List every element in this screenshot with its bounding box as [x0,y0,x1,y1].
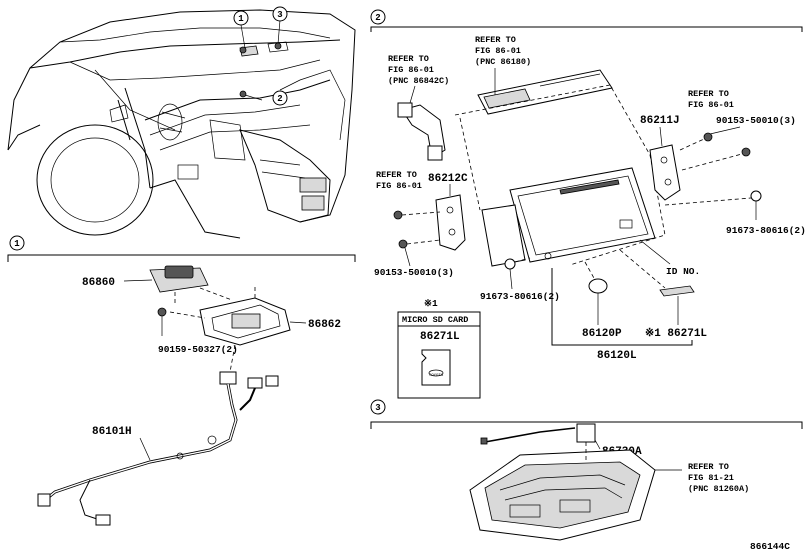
refer-right-line1: REFER TO [688,89,729,99]
refer-81260a-line1: REFER TO [688,462,729,472]
vehicle-cutaway: 1 3 2 [7,6,356,239]
part-91673-80616-right: 91673-80616(2) [726,225,806,236]
part-86120L: 86120L [597,350,637,362]
sd-card-header: MICRO SD CARD [402,315,468,325]
part-86211J: 86211J [640,115,680,127]
refer-right-line2: FIG 86-01 [688,100,734,110]
part-86862: 86862 [308,319,341,331]
part-86120P: 86120P [582,328,622,340]
refer-left-line2: FIG 86-01 [376,181,422,191]
id-no-label: ID NO. [666,266,700,277]
part-91673-80616-left: 91673-80616(2) [480,291,560,302]
micro-sd-card-box: ※1 MICRO SD CARD 86271L TOYOTA [397,298,481,399]
sd-card-logo: TOYOTA [429,374,444,378]
refer-left-line1: REFER TO [376,170,417,180]
part-86860: 86860 [82,277,115,289]
section-3: 3 86730A REFER TO FIG 81-21 (PNC 81260A) [370,399,803,541]
part-86101H: 86101H [92,426,132,438]
section-2: 2 REFER TO FIG 86-01 (PNC 86842C) REFER … [370,9,806,399]
refer-86842c-line2: FIG 86-01 [388,65,434,75]
figure-id: 866144C [750,541,790,552]
refer-86180-line2: FIG 86-01 [475,46,521,56]
callout-3: 3 [277,10,282,20]
refer-86842c-line3: (PNC 86842C) [388,76,449,86]
part-90153-50010-right: 90153-50010(3) [716,115,796,126]
section-3-badge: 3 [375,403,380,413]
section-1: 1 86860 86862 90159-50327(2) 8 [7,235,356,526]
callout-1: 1 [238,14,244,24]
refer-81260a-line2: FIG 81-21 [688,473,734,483]
section-2-badge: 2 [375,13,380,23]
part-86212C: 86212C [428,173,468,185]
part-90153-50010-left: 90153-50010(3) [374,267,454,278]
section-1-badge: 1 [14,239,20,249]
callout-2: 2 [277,94,282,104]
refer-81260a-line3: (PNC 81260A) [688,484,749,494]
sd-card-part: 86271L [420,331,460,343]
part-86271L: ※1 86271L [645,327,707,340]
refer-86842c-line1: REFER TO [388,54,429,64]
sd-card-note: ※1 [424,298,438,309]
refer-86180-line3: (PNC 86180) [475,57,531,67]
part-90159-50327: 90159-50327(2) [158,344,238,355]
refer-86180-line1: REFER TO [475,35,516,45]
